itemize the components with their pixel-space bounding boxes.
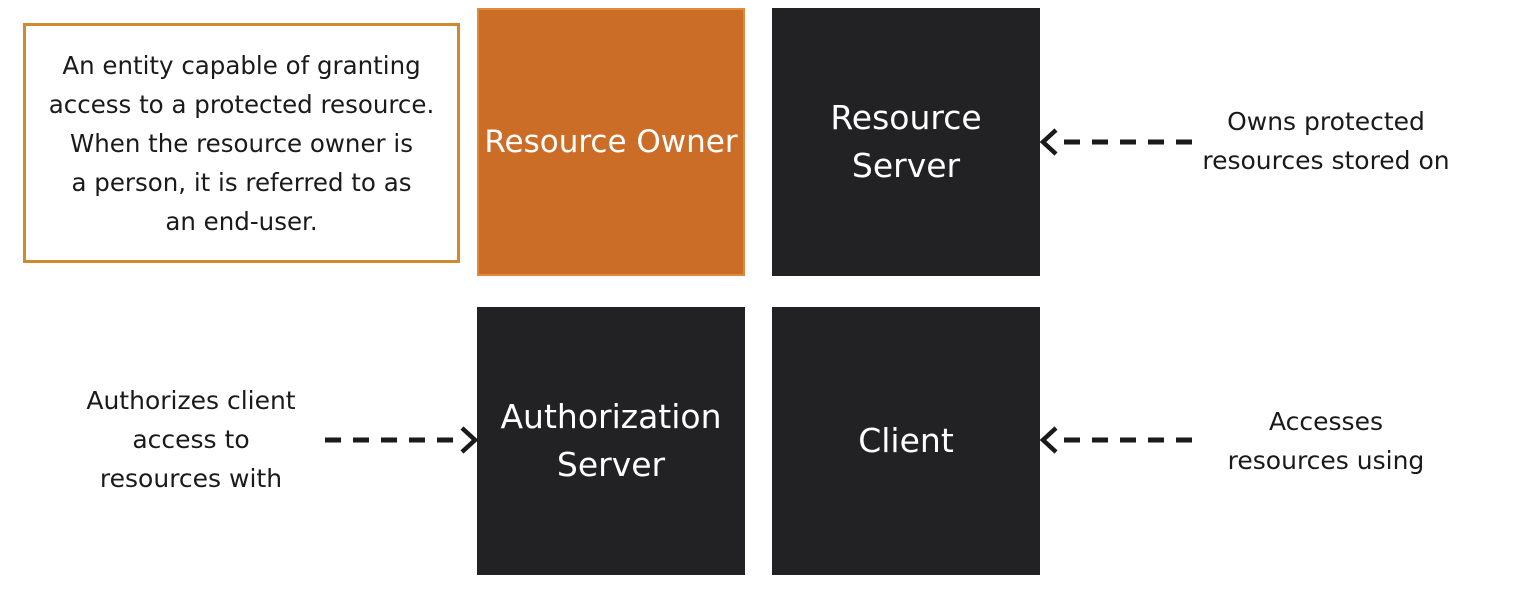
authorization-server-box: Authorization Server <box>477 307 745 575</box>
authorizes-annotation: Authorizes client access to resources wi… <box>86 386 296 493</box>
resource-owner-box: Resource Owner <box>477 8 745 276</box>
arrow-to-resource-server <box>1039 128 1192 156</box>
accesses-annotation: Accesses resources using <box>1227 407 1425 475</box>
arrow-to-authorization-server <box>325 426 479 454</box>
arrow-to-client <box>1039 426 1192 454</box>
client-box: Client <box>772 307 1040 575</box>
resource-owner-definition: An entity capable of granting access to … <box>23 23 460 263</box>
owns-annotation: Owns protected resources stored on <box>1202 107 1450 175</box>
resource-server-box: Resource Server <box>772 8 1040 276</box>
